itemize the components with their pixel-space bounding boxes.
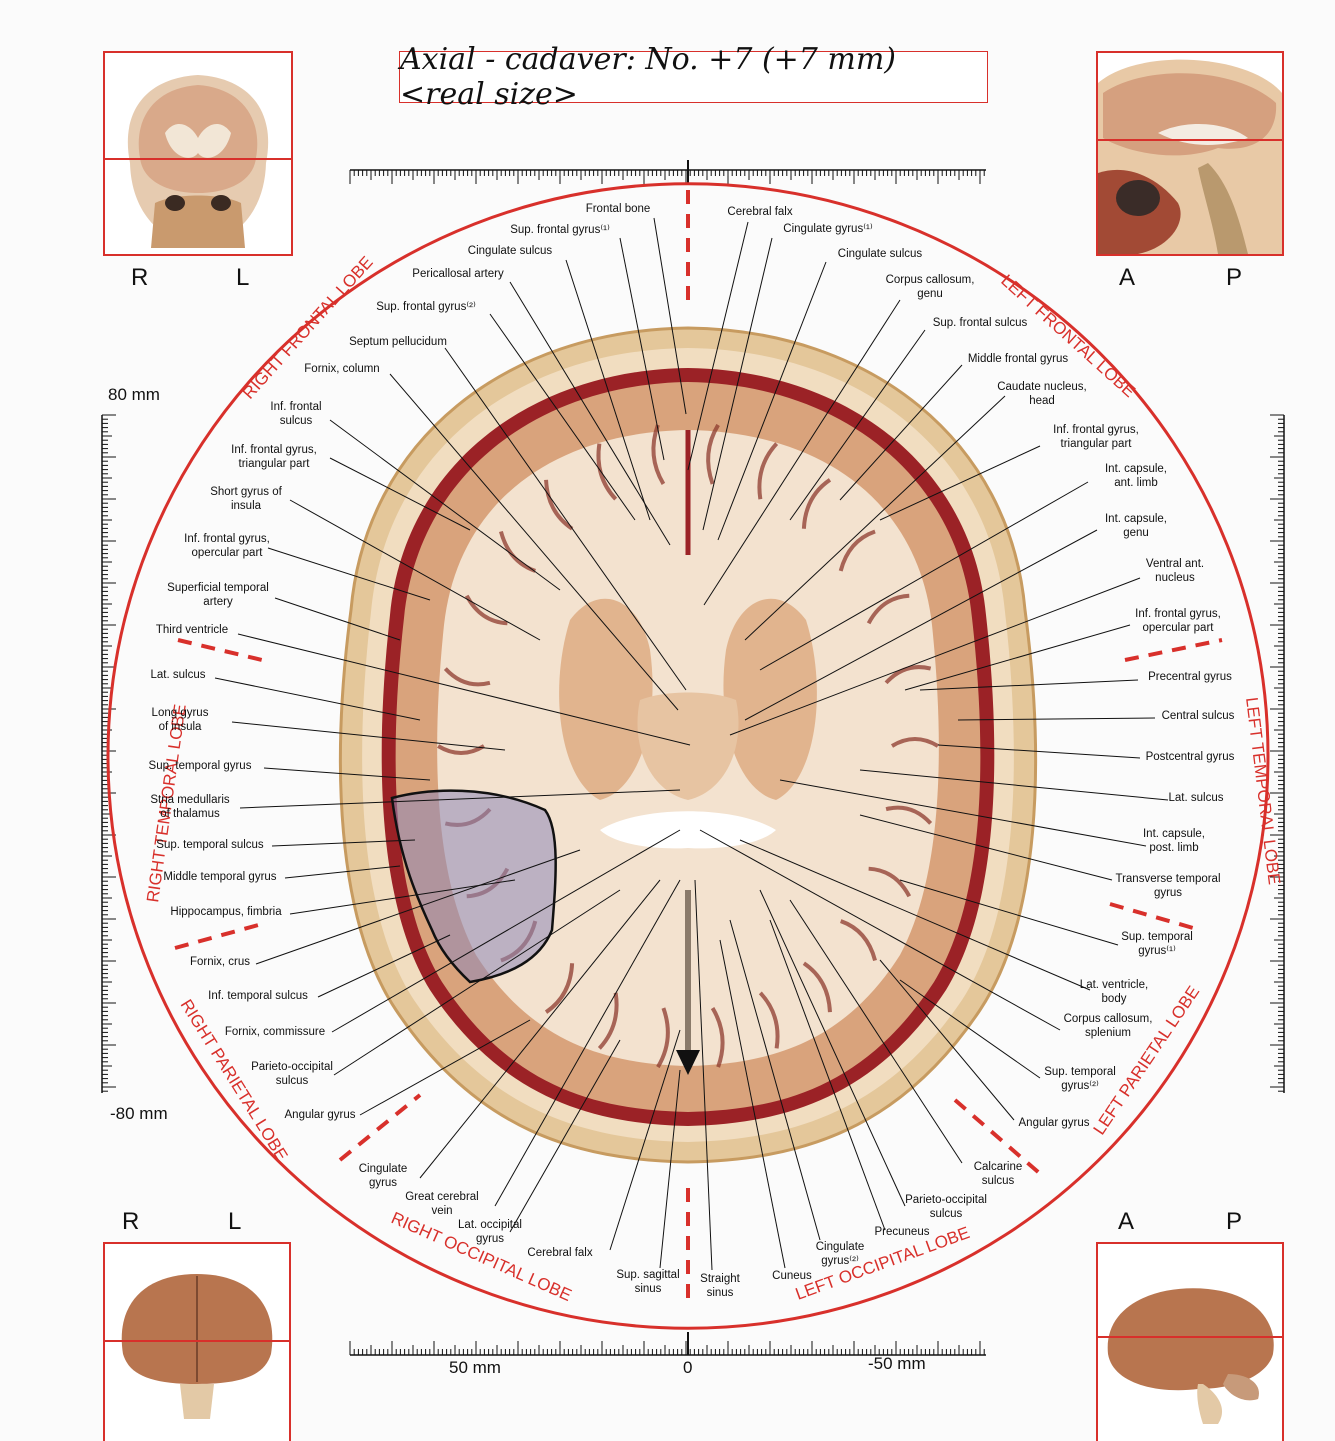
- label-sup-frontal-gyrus-2: Sup. frontal gyrus⁽²⁾: [376, 300, 476, 313]
- label-sup-temporal-gyrus-r: Sup. temporal gyrus: [149, 760, 252, 772]
- label-inf-frontal-gyrus-oper-l: Inf. frontal gyrus,opercular part: [1135, 608, 1221, 634]
- label-cingulate-sulcus-l: Cingulate sulcus: [838, 248, 923, 260]
- label-middle-frontal-gyrus: Middle frontal gyrus: [968, 353, 1069, 365]
- label-sup-frontal-gyrus-1-r: Sup. frontal gyrus⁽¹⁾: [510, 223, 610, 236]
- label-corpus-callosum-splenium: Corpus callosum,splenium: [1064, 1013, 1153, 1039]
- label-cerebral-falx-bottom: Cerebral falx: [527, 1247, 592, 1259]
- lobe-divider-dash: [178, 640, 262, 660]
- label-precuneus: Precuneus: [875, 1226, 930, 1238]
- label-inf-frontal-gyrus-oper-r: Inf. frontal gyrus,opercular part: [184, 533, 270, 559]
- label-cingulate-gyrus-1: Cingulate gyrus⁽¹⁾: [783, 222, 873, 235]
- label-septum-pellucidum: Septum pellucidum: [349, 336, 447, 348]
- label-corpus-callosum-genu: Corpus callosum,genu: [886, 274, 975, 300]
- label-lat-ventricle-body: Lat. ventricle,body: [1080, 979, 1148, 1005]
- label-cuneus: Cuneus: [772, 1270, 812, 1282]
- label-inf-frontal-gyrus-tri-l: Inf. frontal gyrus,triangular part: [1053, 424, 1139, 450]
- label-postcentral-gyrus: Postcentral gyrus: [1146, 751, 1235, 763]
- label-ventral-ant-nucleus: Ventral ant.nucleus: [1146, 558, 1204, 584]
- lobe-divider-dash: [340, 1095, 420, 1160]
- label-cingulate-gyrus-2: Cingulategyrus⁽²⁾: [816, 1241, 865, 1267]
- label-straight-sinus: Straightsinus: [700, 1273, 740, 1299]
- label-third-ventricle: Third ventricle: [156, 624, 228, 636]
- lobe-divider-dash: [1110, 904, 1200, 930]
- label-middle-temporal-gyrus: Middle temporal gyrus: [163, 871, 276, 883]
- label-fornix-column: Fornix, column: [304, 363, 379, 375]
- label-fornix-commissure: Fornix, commissure: [225, 1026, 325, 1038]
- label-int-capsule-ant-limb: Int. capsule,ant. limb: [1105, 463, 1167, 489]
- label-inf-temporal-sulcus: Inf. temporal sulcus: [208, 990, 308, 1002]
- label-lat-sulcus-l: Lat. sulcus: [1169, 792, 1224, 804]
- label-inf-frontal-sulcus: Inf. frontalsulcus: [270, 401, 321, 427]
- label-pericallosal-artery: Pericallosal artery: [412, 268, 504, 280]
- label-angular-gyrus-l: Angular gyrus: [1019, 1117, 1090, 1129]
- lobe-divider-dash: [175, 924, 262, 948]
- lobe-label-right-parietal: RIGHT PARIETAL LOBE: [177, 996, 292, 1164]
- label-sup-sagittal-sinus: Sup. sagittalsinus: [616, 1269, 679, 1295]
- label-sup-temporal-gyrus-1-l: Sup. temporalgyrus⁽¹⁾: [1121, 931, 1193, 957]
- label-angular-gyrus-r: Angular gyrus: [285, 1109, 356, 1121]
- label-cerebral-falx-top: Cerebral falx: [727, 206, 792, 218]
- lobe-divider-dash: [1125, 640, 1222, 660]
- lobe-label-right-frontal: RIGHT FRONTAL LOBE: [239, 253, 377, 403]
- label-cingulate-sulcus-r: Cingulate sulcus: [468, 245, 553, 257]
- label-fornix-crus: Fornix, crus: [190, 956, 250, 968]
- label-sup-temporal-sulcus: Sup. temporal sulcus: [156, 839, 264, 851]
- label-precentral-gyrus: Precentral gyrus: [1148, 671, 1232, 683]
- label-caudate-nucleus-head: Caudate nucleus,head: [997, 381, 1087, 407]
- label-great-cerebral-vein: Great cerebralvein: [405, 1191, 479, 1217]
- label-parieto-occipital-sulcus-r: Parieto-occipitalsulcus: [251, 1061, 333, 1087]
- label-sup-frontal-sulcus: Sup. frontal sulcus: [933, 317, 1028, 329]
- label-hippocampus-fimbria: Hippocampus, fimbria: [170, 906, 282, 918]
- label-inf-frontal-gyrus-tri-r: Inf. frontal gyrus,triangular part: [231, 444, 317, 470]
- label-lat-sulcus-r: Lat. sulcus: [151, 669, 206, 681]
- lobe-label-left-parietal: LEFT PARIETAL LOBE: [1090, 982, 1204, 1138]
- label-central-sulcus: Central sulcus: [1162, 710, 1235, 722]
- label-frontal-bone: Frontal bone: [586, 203, 651, 215]
- lobe-label-left-temporal: LEFT TEMPORAL LOBE: [1242, 696, 1284, 886]
- label-int-capsule-genu: Int. capsule,genu: [1105, 513, 1167, 539]
- label-int-capsule-post-limb: Int. capsule,post. limb: [1143, 828, 1205, 854]
